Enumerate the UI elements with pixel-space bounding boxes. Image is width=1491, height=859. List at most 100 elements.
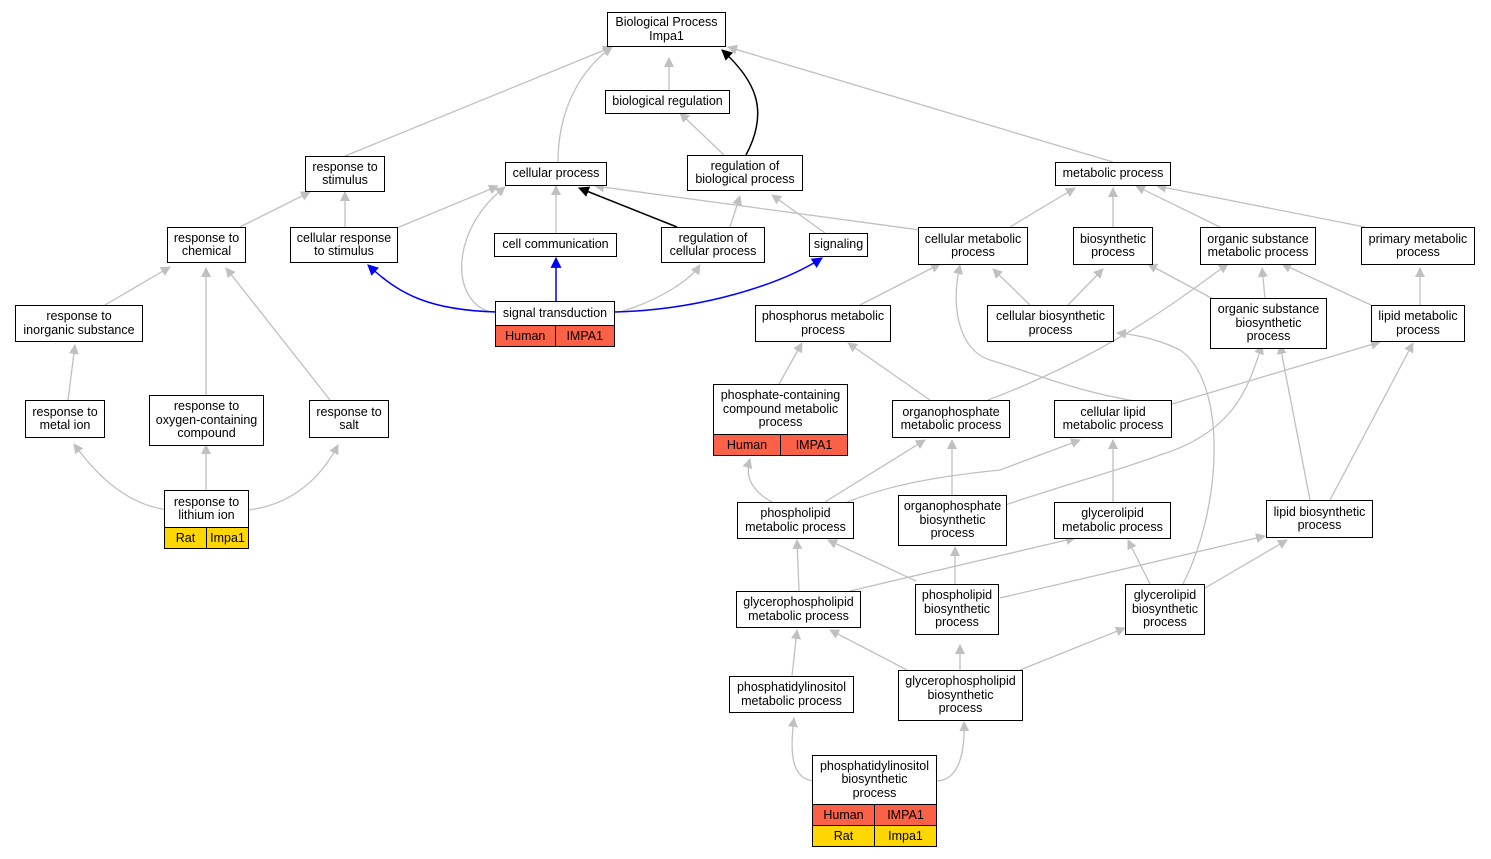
node-label-line: response to xyxy=(173,494,240,509)
node-label-line: metabolic process xyxy=(1062,166,1164,181)
node-cellproc[interactable]: cellular process xyxy=(505,162,607,186)
node-cellcomm[interactable]: cell communication xyxy=(494,233,617,257)
node-label-line: biosynthetic xyxy=(1235,315,1302,330)
node-label-line: compound xyxy=(177,426,236,441)
edge xyxy=(461,186,506,313)
node-label-line: signaling xyxy=(813,237,864,252)
edge xyxy=(104,266,171,306)
node-label: signaling xyxy=(810,234,867,256)
annotation-species: Human xyxy=(726,438,768,452)
edge xyxy=(787,717,816,782)
node-bioreg[interactable]: biological regulation xyxy=(605,90,730,114)
edge xyxy=(594,182,921,231)
node-label: biological regulation xyxy=(606,91,729,113)
node-label-line: process xyxy=(951,245,995,259)
node-label-line: process xyxy=(801,322,845,337)
node-label-line: organophosphate xyxy=(903,499,1002,514)
part-of-edges xyxy=(367,256,823,313)
node-label: cellular process xyxy=(506,163,606,185)
node-label-line: phosphorus metabolic xyxy=(761,309,885,323)
node-label-line: biosynthetic xyxy=(1131,601,1198,616)
edge xyxy=(721,49,759,156)
node-label-line: process xyxy=(938,701,983,716)
edge xyxy=(953,264,1170,403)
edge xyxy=(239,191,311,228)
edge xyxy=(1147,263,1216,301)
node-label-line: metabolic process xyxy=(741,693,842,708)
edge xyxy=(847,342,931,401)
node-label-line: response to xyxy=(46,309,112,323)
node-label-line: metabolic process xyxy=(900,418,1002,432)
node-label-line: response to xyxy=(316,404,382,419)
edge xyxy=(849,535,1076,592)
node-label-line: signal transduction xyxy=(502,305,608,320)
annotation-species: Rat xyxy=(175,531,196,545)
edge xyxy=(577,186,678,228)
node-label-line: to stimulus xyxy=(314,244,374,258)
is-a-edges xyxy=(67,44,1425,782)
node-metab[interactable]: metabolic process xyxy=(1055,162,1171,186)
node-label-line: metabolic process xyxy=(1062,418,1164,432)
regulates-edges xyxy=(577,49,759,228)
edge xyxy=(73,443,169,511)
node-label-line: primary metabolic xyxy=(1368,231,1468,246)
edge xyxy=(827,539,917,582)
annotation-species: Rat xyxy=(833,829,854,843)
node-label-line: response to xyxy=(32,404,98,419)
node-label-line: lithium ion xyxy=(178,508,235,522)
edge xyxy=(1276,344,1311,501)
node-label-line: biosynthetic xyxy=(923,601,990,616)
node-label-line: process xyxy=(1091,245,1135,259)
node-label-line: regulation of xyxy=(678,230,748,245)
node-label-line: phosphatidylinositol xyxy=(819,758,930,773)
edge xyxy=(727,44,1114,163)
node-label-line: process xyxy=(1396,245,1440,259)
node-signaling[interactable]: signaling xyxy=(809,233,868,257)
node-label-line: inorganic substance xyxy=(23,322,135,337)
